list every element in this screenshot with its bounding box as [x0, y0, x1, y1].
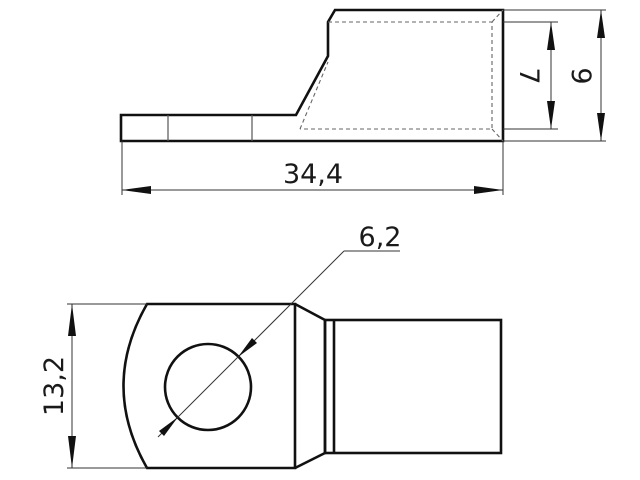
- dim-label-inner-height: 7: [513, 67, 544, 84]
- hidden-corner-top: [491, 9, 504, 23]
- dim-hole-diameter: 6,2: [157, 222, 402, 438]
- arrow-down-icon: [547, 101, 555, 129]
- dim-inner-height: 7: [503, 21, 558, 130]
- arrow-up-icon: [68, 304, 76, 336]
- hidden-bore-outline: [299, 21, 493, 130]
- side-view: 34,4 7 9: [119, 8, 606, 195]
- hidden-corner-bottom: [491, 128, 504, 142]
- arrow-inward-icon: [159, 417, 178, 436]
- barrel-outline: [323, 318, 503, 455]
- side-view-outline: [119, 8, 505, 143]
- dim-outer-height: 9: [503, 9, 606, 142]
- arrow-down-icon: [68, 436, 76, 468]
- dim-palm-width: 13,2: [39, 303, 147, 469]
- mounting-hole: [163, 342, 253, 432]
- arrow-right-icon: [474, 186, 503, 194]
- arrow-up-icon: [547, 22, 555, 50]
- arrow-up-icon: [597, 10, 605, 38]
- dim-label-hole-diameter: 6,2: [359, 222, 402, 253]
- arrow-left-icon: [122, 186, 151, 194]
- top-view: 6,2 13,2: [39, 222, 503, 470]
- palm-outline: [122, 302, 297, 470]
- arrow-down-icon: [597, 113, 605, 141]
- dim-overall-length: 34,4: [121, 141, 504, 195]
- arrow-inward-icon: [238, 338, 257, 357]
- taper-outline: [294, 302, 327, 470]
- dim-label-palm-width: 13,2: [39, 356, 70, 416]
- dim-label-length: 34,4: [283, 159, 343, 190]
- dim-label-outer-height: 9: [565, 67, 596, 84]
